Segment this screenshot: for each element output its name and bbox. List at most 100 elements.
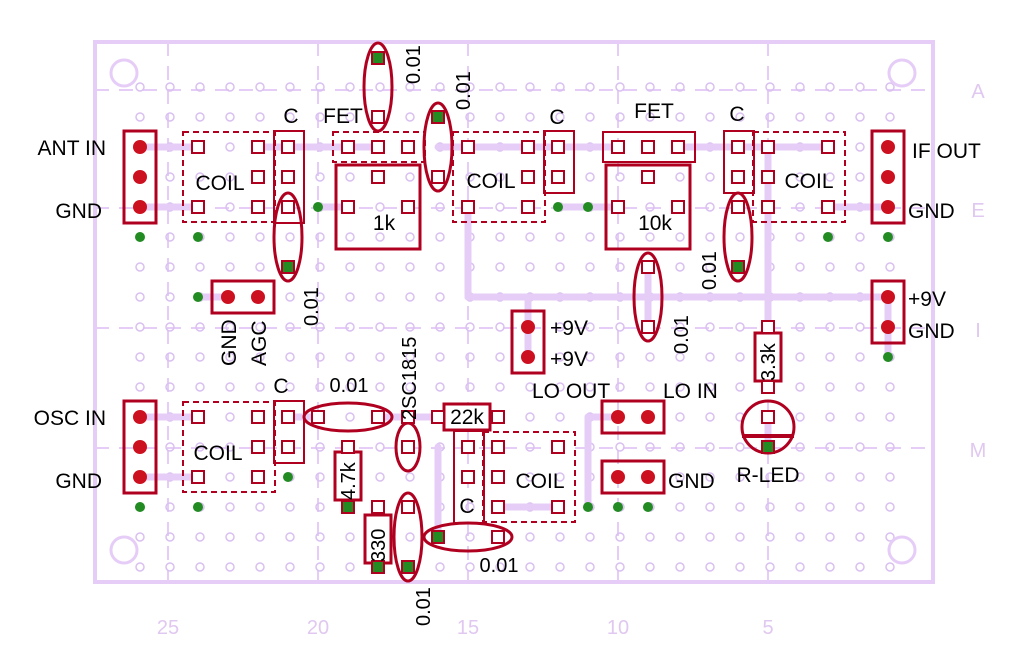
board-hole bbox=[375, 322, 385, 332]
board-hole bbox=[795, 172, 805, 182]
board-hole bbox=[315, 322, 325, 332]
board-hole bbox=[315, 352, 325, 362]
board-hole bbox=[495, 382, 505, 392]
pot-10k bbox=[604, 163, 692, 251]
board-hole bbox=[765, 112, 775, 122]
board-hole bbox=[795, 502, 805, 512]
board-hole bbox=[225, 112, 235, 122]
board-hole bbox=[855, 442, 865, 452]
trimmer-c-1 bbox=[273, 130, 305, 224]
board-hole bbox=[825, 352, 835, 362]
board-hole bbox=[285, 232, 295, 242]
board-hole bbox=[255, 382, 265, 392]
board-hole bbox=[795, 442, 805, 452]
board-hole bbox=[285, 112, 295, 122]
board-hole bbox=[555, 532, 565, 542]
board-hole bbox=[135, 322, 145, 332]
coil-5 bbox=[482, 431, 576, 523]
board-hole bbox=[705, 412, 715, 422]
cap-osc bbox=[302, 401, 394, 433]
label-gnd-lo: GND bbox=[668, 470, 715, 493]
board-hole bbox=[795, 382, 805, 392]
board-hole bbox=[375, 262, 385, 272]
board-hole bbox=[795, 352, 805, 362]
connector-lo-gnd bbox=[600, 459, 666, 495]
board-hole bbox=[885, 442, 895, 452]
trimmer-c-3 bbox=[723, 130, 755, 194]
label-cap-bottom-horiz: 0.01 bbox=[480, 555, 519, 577]
board-hole bbox=[735, 232, 745, 242]
board-hole bbox=[735, 352, 745, 362]
board-hole bbox=[315, 472, 325, 482]
board-hole bbox=[555, 112, 565, 122]
label-ant-in: ANT IN bbox=[38, 137, 106, 160]
board-hole bbox=[255, 82, 265, 92]
board-hole bbox=[855, 472, 865, 482]
col-label-5: 5 bbox=[762, 617, 773, 639]
board-hole bbox=[525, 472, 535, 482]
board-hole bbox=[135, 82, 145, 92]
board-hole bbox=[285, 292, 295, 302]
board-hole bbox=[675, 322, 685, 332]
board-hole bbox=[825, 382, 835, 392]
board-hole bbox=[795, 232, 805, 242]
board-hole bbox=[345, 292, 355, 302]
board-hole bbox=[825, 472, 835, 482]
board-hole bbox=[225, 352, 235, 362]
board-hole bbox=[855, 322, 865, 332]
board-hole bbox=[615, 232, 625, 242]
board-hole bbox=[375, 352, 385, 362]
board-hole bbox=[675, 82, 685, 92]
board-hole bbox=[795, 202, 805, 212]
board-hole bbox=[375, 232, 385, 242]
board-hole bbox=[165, 292, 175, 302]
board-hole bbox=[435, 382, 445, 392]
ground-vias bbox=[135, 202, 893, 512]
board-hole bbox=[795, 412, 805, 422]
board-hole bbox=[225, 82, 235, 92]
board-hole bbox=[465, 172, 475, 182]
board-hole bbox=[225, 142, 235, 152]
board-hole bbox=[315, 562, 325, 572]
board-hole bbox=[645, 202, 655, 212]
cap-center bbox=[632, 251, 664, 343]
label-coil-2: COIL bbox=[466, 170, 515, 193]
board-hole bbox=[135, 352, 145, 362]
board-hole bbox=[555, 82, 565, 92]
pot-1k bbox=[334, 163, 422, 251]
board-hole bbox=[735, 502, 745, 512]
board-hole bbox=[405, 262, 415, 272]
board-hole bbox=[615, 322, 625, 332]
board-hole bbox=[285, 322, 295, 332]
label-transistor: 2SC1815 bbox=[399, 337, 421, 420]
mounting-hole-top-left bbox=[109, 58, 139, 88]
board-hole bbox=[405, 352, 415, 362]
board-hole bbox=[645, 382, 655, 392]
board-hole bbox=[795, 262, 805, 272]
mounting-holes bbox=[109, 58, 917, 565]
board-hole bbox=[225, 382, 235, 392]
board-hole bbox=[735, 382, 745, 392]
board-hole bbox=[405, 82, 415, 92]
board-hole bbox=[885, 502, 895, 512]
label-r-3k3: 3.3k bbox=[758, 342, 780, 381]
label-cap-top-1: 0.01 bbox=[403, 45, 425, 84]
row-label-a: A bbox=[971, 81, 985, 103]
board-hole bbox=[405, 472, 415, 482]
board-hole bbox=[735, 82, 745, 92]
board-hole bbox=[885, 532, 895, 542]
board-hole bbox=[525, 82, 535, 92]
cap-top-2 bbox=[422, 101, 454, 193]
board-hole bbox=[345, 262, 355, 272]
board-hole bbox=[345, 382, 355, 392]
board-hole bbox=[345, 322, 355, 332]
board-hole bbox=[615, 532, 625, 542]
board-hole bbox=[405, 112, 415, 122]
col-label-15: 15 bbox=[457, 617, 479, 639]
board-hole bbox=[825, 262, 835, 272]
board-hole bbox=[495, 322, 505, 332]
board-hole bbox=[465, 112, 475, 122]
column-axis: 25 20 15 10 5 bbox=[157, 617, 774, 639]
board-hole bbox=[555, 352, 565, 362]
board-hole bbox=[225, 532, 235, 542]
